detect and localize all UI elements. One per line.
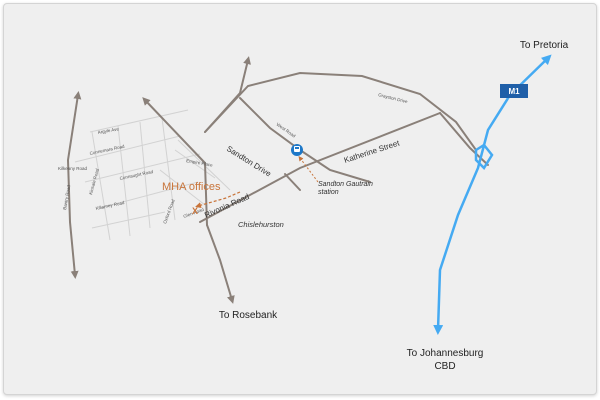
road-rivonia-road bbox=[199, 112, 441, 223]
street-empire: Empire Place bbox=[186, 158, 214, 168]
m1-label: M1 bbox=[508, 87, 520, 96]
label-rivonia-road: Rivonia Road bbox=[203, 192, 251, 220]
street-killarney: Killarney Road bbox=[95, 200, 125, 211]
m1-shield: M1 bbox=[500, 84, 528, 98]
road-sandton-drive bbox=[204, 162, 208, 226]
highway-m1 bbox=[433, 54, 552, 335]
street-grayston: Grayston Drive bbox=[378, 92, 409, 104]
street-kinsale: Kinsale Road bbox=[88, 168, 100, 196]
road-connector bbox=[284, 173, 301, 191]
street-kilkenny-road: Kilkenny Road bbox=[58, 166, 88, 171]
street-bantry: Bantry Road bbox=[62, 184, 71, 210]
mha-offices-label: MHA offices bbox=[162, 181, 221, 193]
street-grid bbox=[74, 109, 231, 241]
station-label-line2: station bbox=[318, 189, 339, 196]
label-katherine-street: Katherine Street bbox=[343, 138, 402, 165]
main-roads bbox=[66, 56, 489, 304]
street-connaught: Connaught Road bbox=[119, 169, 154, 181]
dest-rosebank: To Rosebank bbox=[219, 310, 278, 321]
road-sandton-drive-west bbox=[142, 97, 206, 164]
office-marker-icon[interactable]: X bbox=[192, 206, 198, 216]
train-icon[interactable] bbox=[291, 144, 303, 156]
street-argyle: Argyle Ave bbox=[97, 126, 119, 135]
mha-pointer bbox=[195, 191, 241, 209]
road-north bbox=[204, 56, 251, 133]
street-west-road: West Road bbox=[275, 122, 296, 139]
road-west-arc bbox=[204, 71, 477, 151]
station-pointer bbox=[298, 156, 319, 183]
road-west-left bbox=[66, 91, 82, 279]
label-sandton-drive: Sandton Drive bbox=[225, 144, 273, 179]
road-rivonia-south bbox=[206, 224, 235, 304]
label-chislehurston: Chislehurston bbox=[238, 220, 284, 229]
dest-johannesburg-line1: To Johannesburg bbox=[407, 348, 484, 359]
dest-pretoria: To Pretoria bbox=[520, 40, 569, 51]
dest-johannesburg-line2: CBD bbox=[434, 361, 455, 372]
station-label-line1: Sandton Gautrain bbox=[318, 181, 373, 188]
